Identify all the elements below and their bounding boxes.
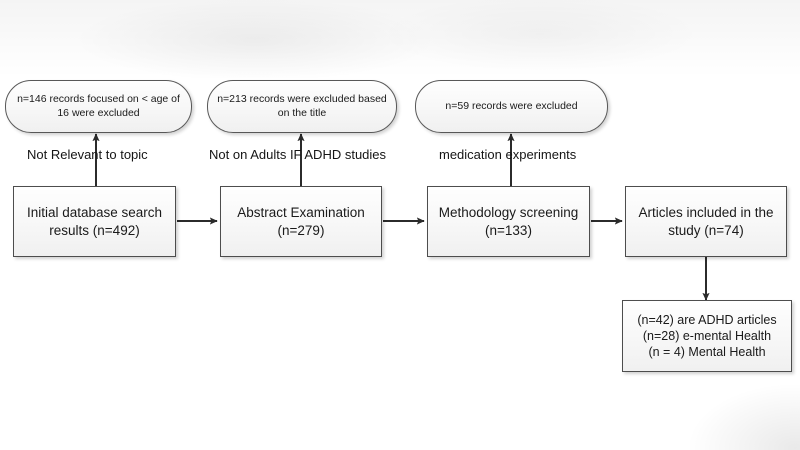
edge-label-medication: medication experiments xyxy=(439,147,577,162)
exclusion-node-3-label: n=59 records were excluded xyxy=(445,99,578,112)
exclusion-node-2: n=213 records were excluded based on the… xyxy=(207,80,397,133)
edge-label-not-relevant: Not Relevant to topic xyxy=(27,147,148,162)
result-node-breakdown: (n=42) are ADHD articles (n=28) e-mental… xyxy=(622,300,792,372)
process-node-methodology-screening: Methodology screening (n=133) xyxy=(427,186,590,257)
process-node-initial-search-label: Initial database search results (n=492) xyxy=(26,205,163,238)
process-node-abstract-examination-label: Abstract Examination (n=279) xyxy=(237,205,365,238)
exclusion-node-2-label: n=213 records were excluded based on the… xyxy=(217,93,387,119)
process-node-initial-search: Initial database search results (n=492) xyxy=(13,186,176,257)
exclusion-node-1: n=146 records focused on < age of 16 wer… xyxy=(5,80,192,133)
edge-label-not-adults: Not on Adults IF ADHD studies xyxy=(209,147,387,162)
exclusion-node-3: n=59 records were excluded xyxy=(415,80,608,133)
process-node-articles-included-label: Articles included in the study (n=74) xyxy=(638,205,774,238)
process-node-abstract-examination: Abstract Examination (n=279) xyxy=(220,186,382,257)
process-node-articles-included: Articles included in the study (n=74) xyxy=(625,186,787,257)
background-shading-top xyxy=(0,0,800,78)
exclusion-node-1-label: n=146 records focused on < age of 16 wer… xyxy=(17,93,180,119)
result-node-breakdown-label: (n=42) are ADHD articles (n=28) e-mental… xyxy=(637,313,777,359)
process-node-methodology-screening-label: Methodology screening (n=133) xyxy=(438,205,579,238)
